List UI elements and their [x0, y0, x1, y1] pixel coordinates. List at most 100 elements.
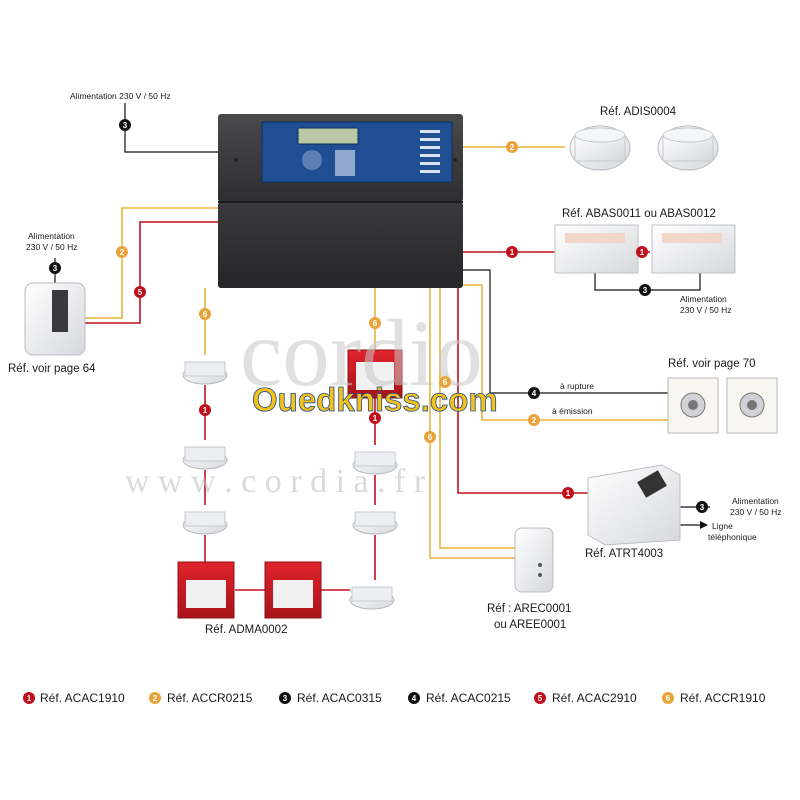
marker-1-atrt: 1	[562, 487, 574, 499]
legend-item-1: 1 Réf. ACAC1910	[23, 691, 125, 705]
svg-text:Réf. ACAC0215: Réf. ACAC0215	[426, 691, 511, 705]
svg-text:1: 1	[510, 248, 515, 257]
svg-text:3: 3	[123, 121, 128, 130]
label-ligne-2: téléphonique	[708, 532, 757, 542]
svg-text:5: 5	[138, 288, 143, 297]
label-ref-arec-2: ou AREE0001	[494, 619, 566, 631]
detector-5	[352, 511, 398, 535]
abas-1	[554, 224, 639, 274]
svg-text:4: 4	[532, 389, 537, 398]
label-a-emission: à émission	[552, 406, 593, 416]
control-panel	[218, 114, 463, 288]
abas-2	[651, 224, 736, 274]
panel-lower	[218, 202, 463, 288]
door-holders	[667, 377, 778, 434]
marker-2-emission: 2	[528, 414, 540, 426]
red-wire-atrt	[457, 288, 588, 494]
svg-text:2: 2	[510, 143, 515, 152]
legend-item-6: 6 Réf. ACCR1910	[662, 691, 766, 705]
svg-text:3: 3	[53, 264, 58, 273]
svg-text:1: 1	[566, 489, 571, 498]
marker-2-sirens: 2	[506, 141, 518, 153]
marker-6-arec: 6	[424, 431, 436, 443]
marker-6-door: 6	[439, 376, 451, 388]
detector-6	[349, 586, 395, 610]
label-power-left-2: 230 V / 50 Hz	[26, 242, 78, 252]
yellow-wire-arec-a	[439, 288, 515, 549]
yellow-wire-arec-b	[429, 288, 515, 559]
marker-2-left: 2	[116, 246, 128, 258]
yellow-wire-door-b	[455, 284, 705, 421]
marker-3-power-left: 3	[49, 262, 61, 274]
legend-item-5: 5 Réf. ACAC2910	[534, 691, 637, 705]
svg-text:1: 1	[373, 414, 378, 423]
watermarks: cordio w w w . c o r d i a . f r	[125, 300, 483, 500]
abas-units	[554, 224, 736, 274]
marker-6-left-loop: 6	[199, 308, 211, 320]
marker-3-atrt: 3	[696, 501, 708, 513]
markers: 3 3 2 5 2 1 1 3 6 6 1 1 6 6 4 2 1 3	[49, 119, 708, 513]
watermark-brand: cordio	[240, 300, 483, 406]
detector-2	[182, 446, 228, 470]
svg-text:6: 6	[373, 319, 378, 328]
legend-item-3: 3 Réf. ACAC0315	[279, 691, 382, 705]
marker-3-power-top: 3	[119, 119, 131, 131]
door-holder-2	[726, 377, 778, 434]
label-power-abas-1: Alimentation	[680, 294, 727, 304]
red-wire-left-device	[85, 221, 218, 324]
svg-text:1: 1	[640, 248, 645, 257]
label-ref-arec-1: Réf : AREC0001	[487, 603, 571, 615]
label-ref-adma: Réf. ADMA0002	[205, 624, 287, 636]
label-a-rupture: à rupture	[560, 381, 594, 391]
detector-3	[182, 511, 228, 535]
svg-text:3: 3	[700, 503, 705, 512]
svg-text:2: 2	[532, 416, 537, 425]
svg-text:Réf. ACAC2910: Réf. ACAC2910	[552, 691, 637, 705]
marker-1-abas-link: 1	[636, 246, 648, 258]
svg-text:1: 1	[27, 694, 32, 703]
legend-item-2: 2 Réf. ACCR0215	[149, 691, 253, 705]
panel-keypad	[335, 150, 355, 176]
call-point-right	[264, 561, 322, 619]
black-wire-door-a	[463, 269, 705, 394]
marker-4-rupture: 4	[528, 387, 540, 399]
call-points	[177, 349, 403, 619]
svg-text:6: 6	[443, 378, 448, 387]
call-point-left	[177, 561, 235, 619]
smoke-detectors	[182, 361, 398, 610]
svg-text:6: 6	[666, 694, 671, 703]
svg-text:6: 6	[203, 310, 208, 319]
label-ref-page64: Réf. voir page 64	[8, 363, 96, 375]
detector-4	[352, 451, 398, 475]
label-power-abas-2: 230 V / 50 Hz	[680, 305, 732, 315]
legend: 1 Réf. ACAC1910 2 Réf. ACCR0215 3 Réf. A…	[23, 691, 766, 705]
svg-text:Réf. ACCR0215: Réf. ACCR0215	[167, 691, 253, 705]
label-ref-adis: Réf. ADIS0004	[600, 106, 677, 118]
label-power-left-1: Alimentation	[28, 231, 75, 241]
marker-3-abas: 3	[639, 284, 651, 296]
svg-text:Réf. ACCR1910: Réf. ACCR1910	[680, 691, 766, 705]
svg-text:2: 2	[153, 694, 158, 703]
atrt-device	[587, 464, 681, 546]
svg-text:Réf. ACAC0315: Réf. ACAC0315	[297, 691, 382, 705]
panel-leds	[420, 130, 440, 173]
siren-2	[657, 125, 719, 171]
legend-item-4: 4 Réf. ACAC0215	[408, 691, 511, 705]
label-ref-atrt: Réf. ATRT4003	[585, 548, 663, 560]
label-ligne-1: Ligne	[712, 521, 733, 531]
svg-text:3: 3	[643, 286, 648, 295]
marker-6-center-loop: 6	[369, 317, 381, 329]
arrow-line	[700, 521, 708, 529]
svg-text:Réf. ACAC1910: Réf. ACAC1910	[40, 691, 125, 705]
panel-nav-pad	[302, 150, 322, 170]
sirens	[569, 125, 719, 171]
svg-text:1: 1	[203, 406, 208, 415]
svg-text:3: 3	[283, 694, 288, 703]
label-power-top: Alimentation 230 V / 50 Hz	[70, 91, 171, 101]
marker-1-abas: 1	[506, 246, 518, 258]
label-ref-abas: Réf. ABAS0011 ou ABAS0012	[562, 208, 716, 220]
arec-device	[514, 527, 554, 593]
marker-1-center-loop: 1	[369, 412, 381, 424]
door-holder-1	[667, 377, 719, 434]
